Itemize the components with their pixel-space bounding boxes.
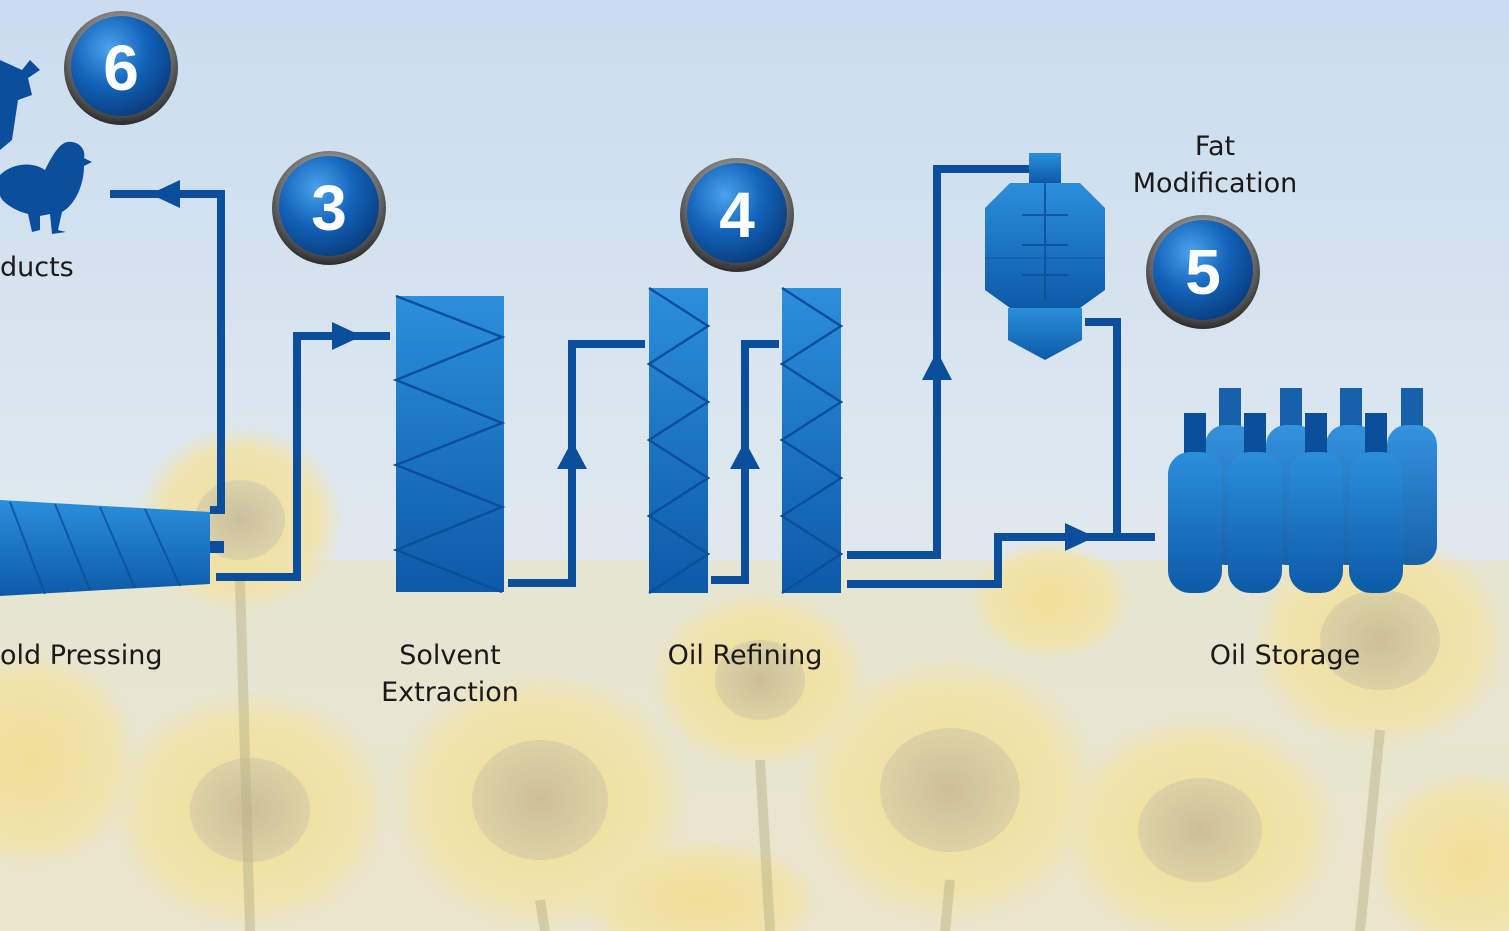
step-4-badge: 4	[680, 158, 794, 272]
fat-modification-label: Fat Modification	[1110, 128, 1320, 202]
refining-column-2-icon	[779, 286, 844, 595]
livestock-icon	[0, 60, 92, 234]
step-3-badge: 3	[272, 151, 386, 265]
byproducts-label: ducts	[0, 252, 74, 283]
arrow-up-icon	[922, 351, 952, 380]
solvent-extraction-label: Solvent Extraction	[360, 637, 540, 711]
step-5-number: 5	[1185, 236, 1221, 308]
arrow-up-icon	[557, 441, 587, 469]
cold-press-screw-icon	[0, 500, 224, 596]
flow-arrows	[150, 180, 1095, 551]
oil-storage-bottles-icon	[1168, 388, 1437, 593]
pipe-fat-modification-to-storage	[1085, 318, 1121, 537]
pipe-press-to-extraction	[216, 332, 390, 581]
step-3-number: 3	[311, 172, 347, 244]
bottle-front-row	[1168, 413, 1403, 593]
fat-modification-reactor-icon	[985, 153, 1105, 360]
step-4-number: 4	[719, 179, 755, 251]
solvent-extraction-label-line2: Extraction	[381, 677, 519, 708]
arrow-right-icon	[1065, 523, 1095, 551]
step-6-badge: 6	[64, 11, 178, 125]
step-5-badge: 5	[1146, 215, 1260, 329]
sunflowers	[0, 425, 1509, 931]
solvent-extraction-label-line1: Solvent	[399, 640, 501, 671]
cold-pressing-label: old Pressing	[0, 640, 163, 671]
arrow-up-icon	[730, 441, 760, 469]
arrow-right-icon	[332, 322, 362, 350]
arrow-left-icon	[150, 180, 180, 208]
oil-refining-label: Oil Refining	[667, 640, 823, 671]
solvent-extraction-column-icon	[392, 294, 506, 594]
sunflower-stems	[235, 579, 1385, 931]
pipe-press-to-byproducts	[110, 190, 225, 514]
oil-storage-label: Oil Storage	[1209, 640, 1361, 671]
fat-modification-label-line2: Modification	[1132, 168, 1298, 199]
chicken-icon	[0, 141, 92, 234]
refining-column-1-icon	[646, 286, 711, 595]
pipe-refining-to-storage	[847, 533, 1155, 588]
step-6-number: 6	[103, 32, 139, 104]
fat-modification-label-line1: Fat	[1194, 131, 1236, 162]
